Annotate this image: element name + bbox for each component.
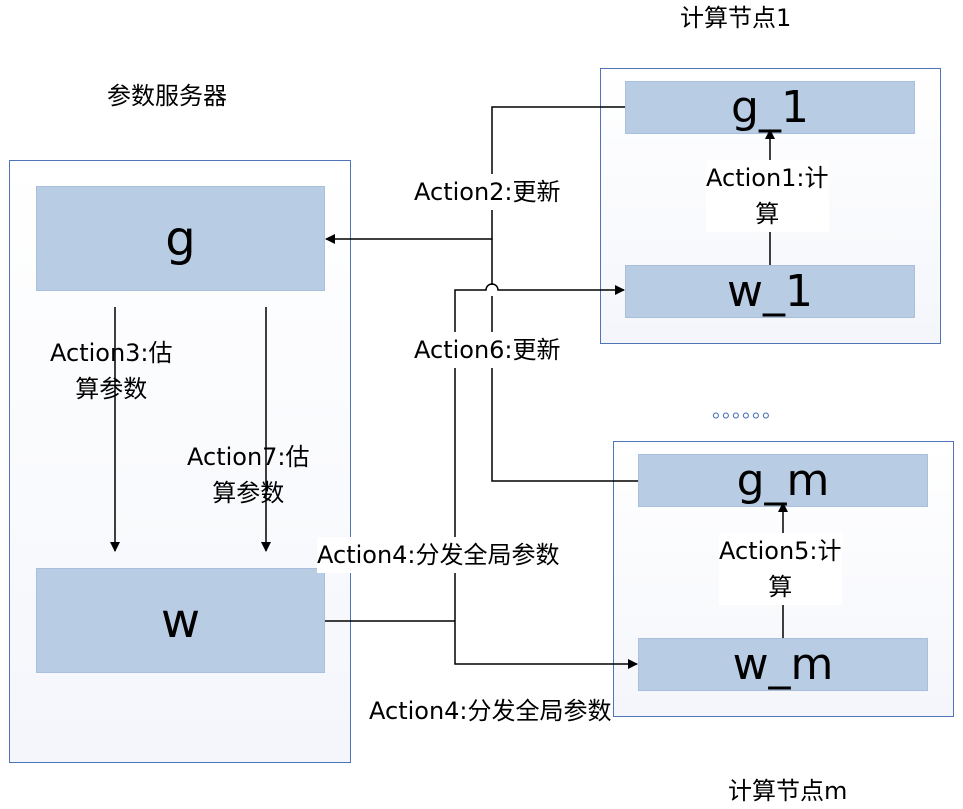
action7-line1: Action7:估 [187,443,310,471]
action5-line2: 算 [768,573,793,601]
action1-line1: Action1:计 [706,164,829,192]
compute-node-1-title: 计算节点1 [680,4,792,32]
node1-g-label: g_1 [731,82,809,133]
action1-label: Action1:计 算 [706,160,829,232]
action5-line1: Action5:计 [719,537,842,565]
action2-label: Action2:更新 [414,174,561,210]
node1-g-box: g_1 [625,81,915,134]
ellipsis-marker: 。。。。。。 [712,398,782,422]
server-g-label: g [165,210,196,267]
update-arrow-node1 [325,106,625,244]
server-w-label: w [160,592,201,649]
update-arrow-nodem [491,296,638,482]
server-w-box: w [36,568,325,673]
node1-w-box: w_1 [625,265,915,318]
nodem-w-label: w_m [732,639,834,690]
distribute-arrow-nodem [454,621,638,669]
parameter-server-title: 参数服务器 [107,82,227,110]
action1-line2: 算 [755,200,780,228]
action3-line2: 算参数 [75,375,148,403]
nodem-w-box: w_m [638,638,928,691]
action7-line2: 算参数 [212,479,285,507]
action6-label: Action6:更新 [414,332,561,368]
node1-w-label: w_1 [727,266,813,317]
action3-label: Action3:估 算参数 [50,335,173,407]
action5-label: Action5:计 算 [719,533,842,605]
action3-line1: Action3:估 [50,339,173,367]
action4-label-upper: Action4:分发全局参数 [317,537,560,573]
nodem-g-box: g_m [638,454,928,507]
nodem-g-label: g_m [736,455,830,506]
compute-node-m-title: 计算节点m [728,777,848,805]
distribute-arrow-node1 [454,283,625,621]
action4-label-lower: Action4:分发全局参数 [369,697,612,725]
action7-label: Action7:估 算参数 [187,439,310,511]
server-g-box: g [36,186,325,291]
